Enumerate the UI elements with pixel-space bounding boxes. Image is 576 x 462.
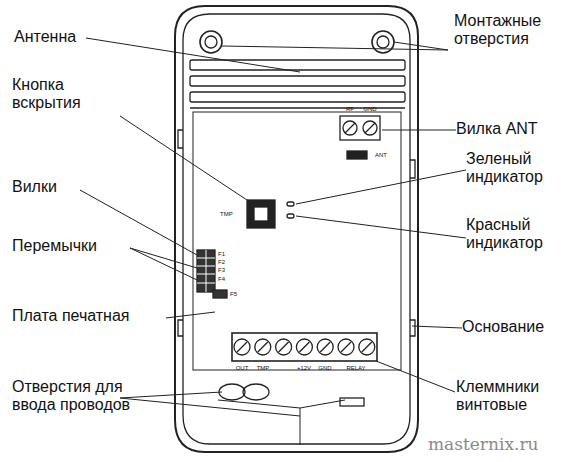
pin-label: F3 xyxy=(218,267,225,273)
pin-label: TMP xyxy=(257,365,270,371)
pin-label: F1 xyxy=(218,251,225,257)
big-label: Монтажные отверстия xyxy=(454,12,572,48)
big-label: Вилка ANT xyxy=(456,120,572,138)
big-label: Перемычки xyxy=(12,237,132,255)
watermark: masternix.ru xyxy=(428,436,538,453)
pin-label: RELAY xyxy=(346,365,365,371)
pin-label: GND xyxy=(318,365,331,371)
big-label: Вилки xyxy=(12,178,112,196)
pin-label: ANT xyxy=(375,152,387,158)
pin-label: F5 xyxy=(230,291,237,297)
big-label: Основание xyxy=(462,318,572,336)
big-label: Клеммники винтовые xyxy=(456,378,572,414)
pin-label: GND xyxy=(363,106,376,112)
pin-label: OUT xyxy=(236,365,249,371)
pin-label: TMP xyxy=(220,211,233,217)
big-label: Отверстия для ввода проводов xyxy=(12,378,162,414)
big-label: Кнопка вскрытия xyxy=(12,76,132,112)
big-label: Антенна xyxy=(14,28,114,46)
big-label: Зеленый индикатор xyxy=(466,150,572,186)
big-label: Плата печатная xyxy=(12,307,164,325)
big-label: Красный индикатор xyxy=(466,216,572,252)
pin-label: RF xyxy=(346,106,354,112)
pin-label: F4 xyxy=(218,276,225,282)
pin-label: +12V xyxy=(297,365,311,371)
pin-label: F2 xyxy=(218,259,225,265)
